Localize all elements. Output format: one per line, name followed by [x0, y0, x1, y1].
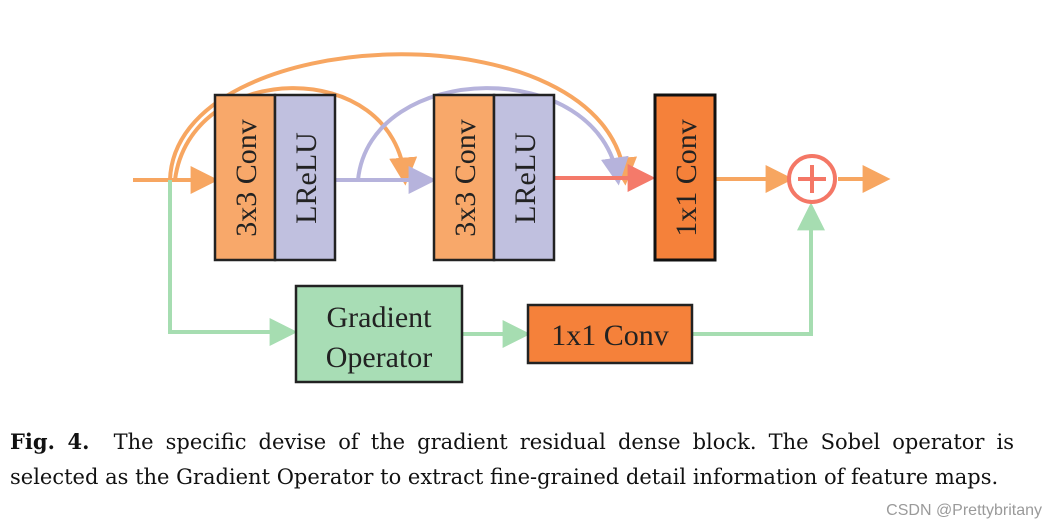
block1-conv-box: [213, 93, 277, 262]
block1-lrelu-label: LReLU: [290, 132, 323, 224]
branch-conv: 1x1 Conv: [526, 303, 694, 365]
gradient-operator-label-line2: Operator: [326, 341, 433, 374]
block1-conv-label: 3x3 Conv: [230, 119, 263, 237]
branch-conv-label: 1x1 Conv: [551, 319, 669, 352]
figure-caption: Fig. 4. The specific devise of the gradi…: [10, 424, 1014, 495]
watermark: CSDN @Prettybritany: [886, 502, 1042, 519]
block2-lrelu-box: [492, 93, 556, 262]
block1: 3x3 Conv LReLU: [213, 93, 337, 262]
connections: [133, 52, 891, 348]
figure-label: Fig. 4.: [10, 429, 90, 454]
fuse-conv-box: [653, 93, 717, 262]
block2-lrelu-label: LReLU: [509, 132, 542, 224]
gradient-operator: Gradient Operator: [294, 284, 464, 384]
figure-caption-text: The specific devise of the gradient resi…: [10, 430, 1014, 489]
skip-arc-input-to-fuse: [168, 52, 637, 186]
block1-lrelu-box: [273, 93, 337, 262]
block2-conv-label: 3x3 Conv: [449, 119, 482, 237]
gradient-branch-path: [168, 180, 298, 346]
gradient-residual-dense-block-diagram: 3x3 Conv LReLU 3x3 Conv LReLU 1x1 Conv G…: [133, 52, 891, 384]
fuse-conv-label: 1x1 Conv: [670, 119, 703, 237]
skip-arc-input-to-block2: [173, 86, 418, 186]
branch-conv-to-sum-path: [692, 202, 825, 336]
block2: 3x3 Conv LReLU: [432, 93, 556, 262]
gradient-operator-box: [294, 284, 464, 384]
skip-arc-block1-to-fuse: [356, 86, 629, 186]
sum-node: [787, 154, 837, 204]
branch-conv-box: [526, 303, 694, 365]
gradient-operator-label-line1: Gradient: [327, 301, 433, 334]
fuse-conv: 1x1 Conv: [653, 93, 717, 262]
